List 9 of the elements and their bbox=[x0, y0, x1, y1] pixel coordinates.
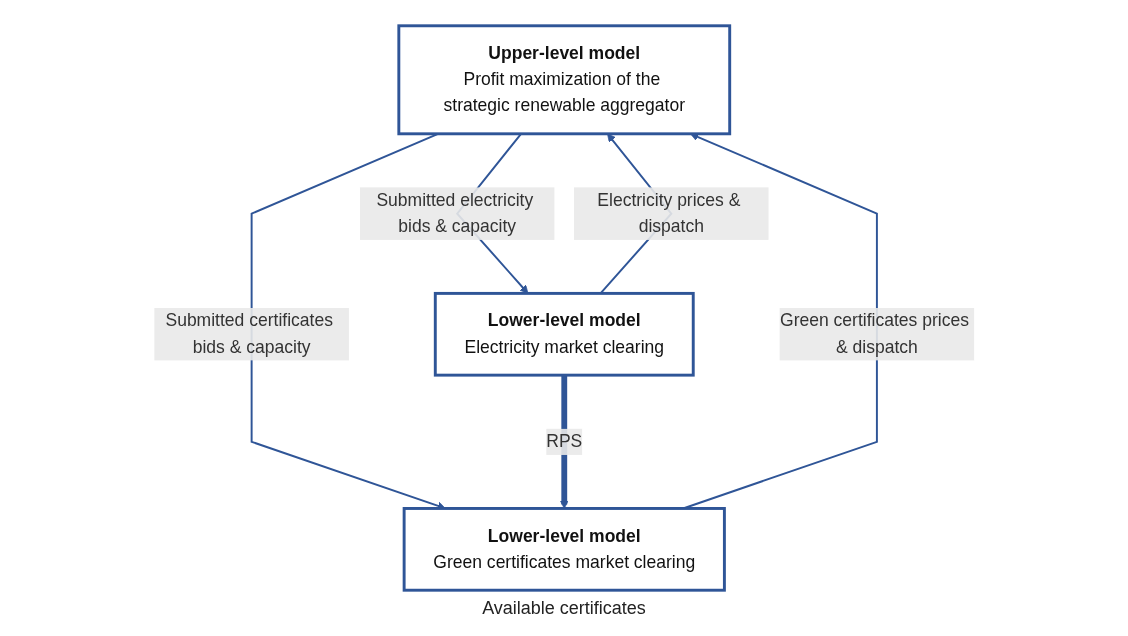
edge-label: Electricity prices & dispatch bbox=[597, 189, 741, 236]
edge-label: Green certificates prices & dispatch bbox=[779, 310, 969, 357]
edge-label: Submitted certificates bids & capacity bbox=[165, 310, 333, 357]
node-box: Upper-level model Profit maximization of the strategic renewable aggregator bbox=[397, 23, 731, 135]
node-box: Lower-level model Electricity market clearing bbox=[433, 291, 695, 377]
edge-label: Submitted electricity bids & capacity bbox=[376, 189, 533, 236]
note-text: Available certificates bbox=[482, 597, 646, 619]
edge-label: RPS bbox=[545, 431, 583, 451]
node-box: Lower-level model Green certificates market clearing bbox=[402, 506, 726, 592]
